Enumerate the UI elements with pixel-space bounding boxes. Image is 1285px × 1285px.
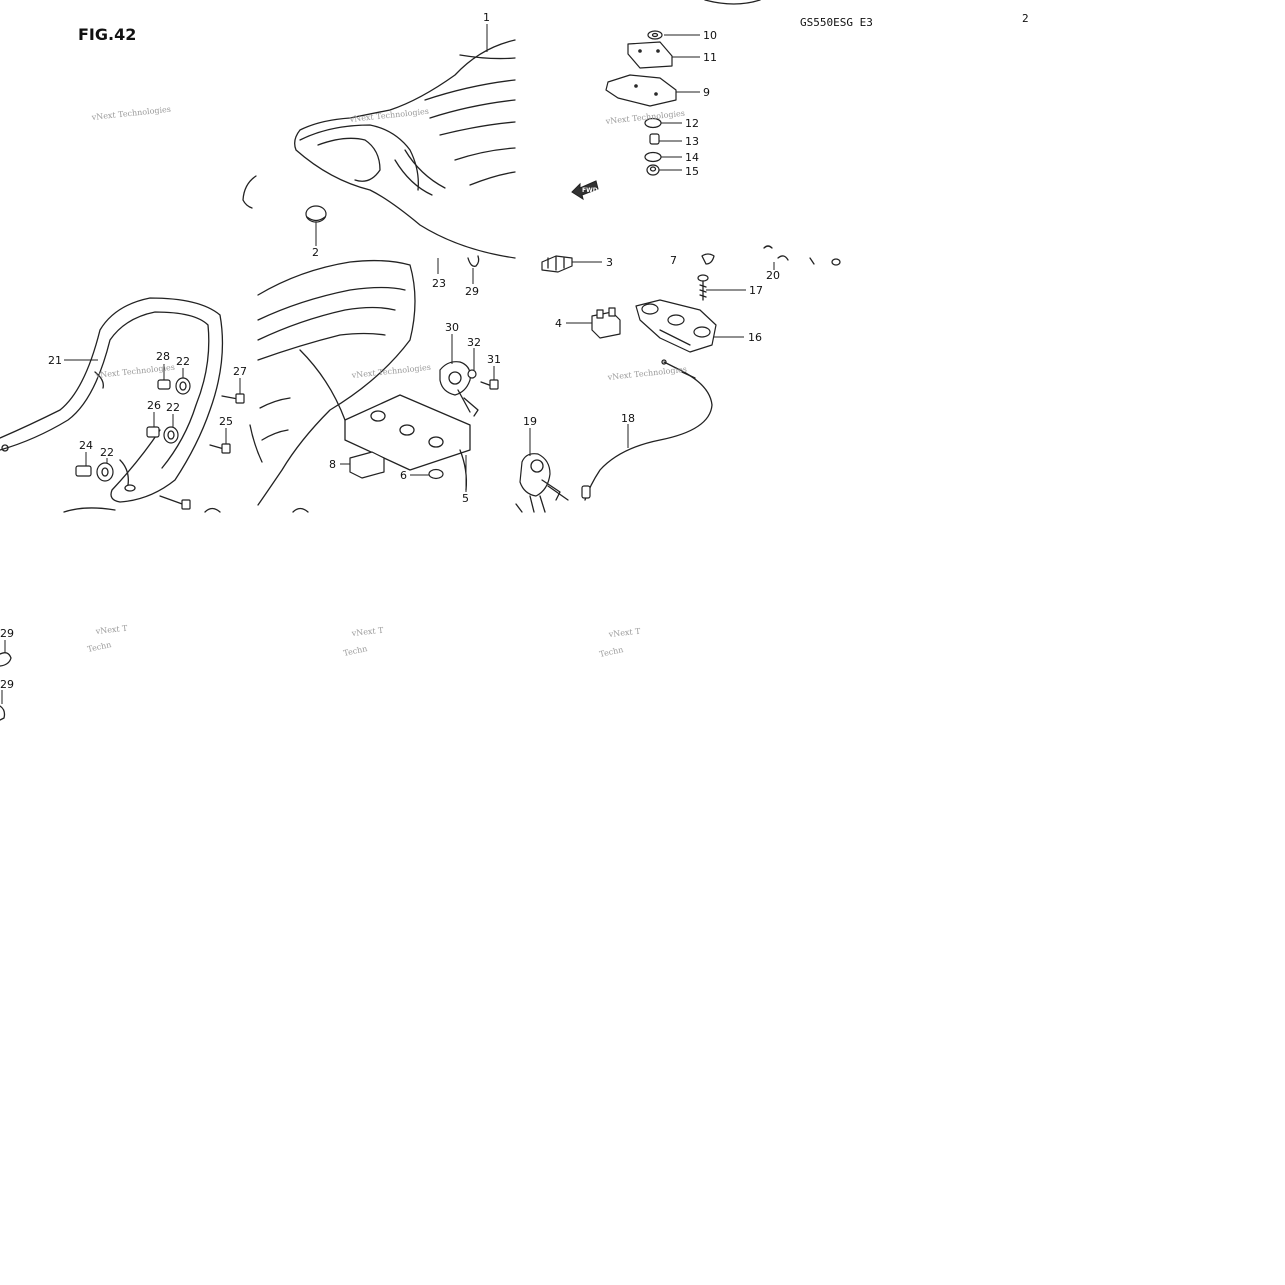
- hook-part: [467, 255, 480, 267]
- callout-29-c: 29: [0, 678, 14, 691]
- model-code: GS550ESG E3: [800, 16, 873, 29]
- fragment-20c: [809, 257, 815, 265]
- fastener-7: [701, 253, 715, 265]
- grommet-22c: [96, 462, 114, 482]
- cable-18: [581, 359, 713, 501]
- callout-20: 20: [766, 269, 780, 282]
- callout-24: 24: [79, 439, 93, 452]
- watermark-8: vNext T: [350, 626, 384, 638]
- callout-29-b: 29: [0, 627, 14, 640]
- seat-assembly: [294, 39, 516, 259]
- clip-29-left-a: [0, 652, 12, 667]
- bolt-27: [221, 393, 245, 404]
- callout-7: 7: [670, 254, 677, 267]
- watermark-9: vNext T: [607, 627, 641, 639]
- callout-16: 16: [748, 331, 762, 344]
- lock-cylinder-19: [515, 453, 569, 513]
- nut-part: [428, 468, 444, 480]
- plate-11: [627, 41, 673, 69]
- leader-lines: [1, 24, 775, 704]
- callout-21: 21: [48, 354, 62, 367]
- grab-rail: [0, 297, 224, 503]
- washer-32: [467, 369, 477, 379]
- box-part: [349, 451, 385, 479]
- watermark-1: vNext Technologies: [90, 105, 171, 122]
- screw-17: [697, 274, 709, 301]
- callout-11: 11: [703, 51, 717, 64]
- watermark-7: vNext T: [94, 624, 128, 636]
- callout-9: 9: [703, 86, 710, 99]
- fragment-20b: [777, 255, 789, 261]
- arc-fragment: [704, 0, 761, 5]
- lower-rail-fragment: [63, 507, 116, 513]
- clip-fragment: [249, 424, 263, 463]
- bolt-25: [209, 443, 231, 454]
- callout-29: 29: [465, 285, 479, 298]
- callout-1: 1: [483, 11, 490, 24]
- callout-31: 31: [487, 353, 501, 366]
- washer-10: [647, 30, 663, 40]
- grommet-22b: [163, 426, 179, 444]
- spacer-24: [75, 465, 92, 477]
- callout-25: 25: [219, 415, 233, 428]
- callout-4: 4: [555, 317, 562, 330]
- seat-lock: [439, 361, 479, 417]
- long-bolt: [159, 495, 191, 510]
- callout-14: 14: [685, 151, 699, 164]
- watermark-5: vNext Technologies: [350, 363, 431, 380]
- collar-13: [649, 133, 660, 145]
- callout-22c: 22: [100, 446, 114, 459]
- callout-22a: 22: [176, 355, 190, 368]
- callout-19: 19: [523, 415, 537, 428]
- spacer-28: [157, 379, 171, 390]
- watermark-6: vNext Technologies: [606, 365, 687, 382]
- callout-28: 28: [156, 350, 170, 363]
- callout-12: 12: [685, 117, 699, 130]
- fragment-20a: [763, 245, 773, 249]
- callout-22b: 22: [166, 401, 180, 414]
- watermark-9b: Techn: [599, 645, 625, 659]
- forward-arrow-icon: FWD: [571, 180, 599, 201]
- callout-27: 27: [233, 365, 247, 378]
- plate-9: [605, 74, 677, 107]
- callout-26: 26: [147, 399, 161, 412]
- callout-labels: 1 10 11 9 12 13 14 15 2 23 29 3 7 20 17 …: [0, 11, 780, 691]
- callout-3: 3: [606, 256, 613, 269]
- callout-13: 13: [685, 135, 699, 148]
- callout-10: 10: [703, 29, 717, 42]
- callout-15: 15: [685, 165, 699, 178]
- watermark-7b: Techn: [87, 640, 113, 654]
- spacer-26: [146, 426, 160, 438]
- callout-6: 6: [400, 469, 407, 482]
- fragment-20d: [831, 258, 841, 266]
- callout-2: 2: [312, 246, 319, 259]
- rubber-cap-part: [305, 205, 327, 223]
- screw-31: [480, 379, 499, 390]
- lock-bracket-16: [635, 299, 717, 353]
- callout-17: 17: [749, 284, 763, 297]
- clip-29-left-b: [0, 705, 6, 721]
- clamp-3: [541, 255, 573, 273]
- figure-number: FIG.42: [78, 25, 136, 44]
- watermark-8b: Techn: [343, 644, 369, 658]
- fwd-label: FWD: [582, 187, 598, 194]
- grommet-22a: [175, 377, 191, 395]
- callout-32: 32: [467, 336, 481, 349]
- watermark-4: vNext Technologies: [94, 363, 175, 380]
- bracket-4: [591, 307, 621, 339]
- tail-cowl: [257, 259, 416, 506]
- page-number: 2: [1022, 12, 1029, 25]
- callout-23: 23: [432, 277, 446, 290]
- seat-edge-fragment: [242, 175, 257, 209]
- lower-fragment-a: [204, 507, 221, 513]
- nut-15: [646, 164, 660, 176]
- lower-fragment-b: [292, 507, 309, 513]
- callout-5: 5: [462, 492, 469, 505]
- callout-18: 18: [621, 412, 635, 425]
- watermark-2: vNext Technologies: [348, 107, 429, 124]
- washer-14: [644, 151, 662, 163]
- callout-8: 8: [329, 458, 336, 471]
- callout-30: 30: [445, 321, 459, 334]
